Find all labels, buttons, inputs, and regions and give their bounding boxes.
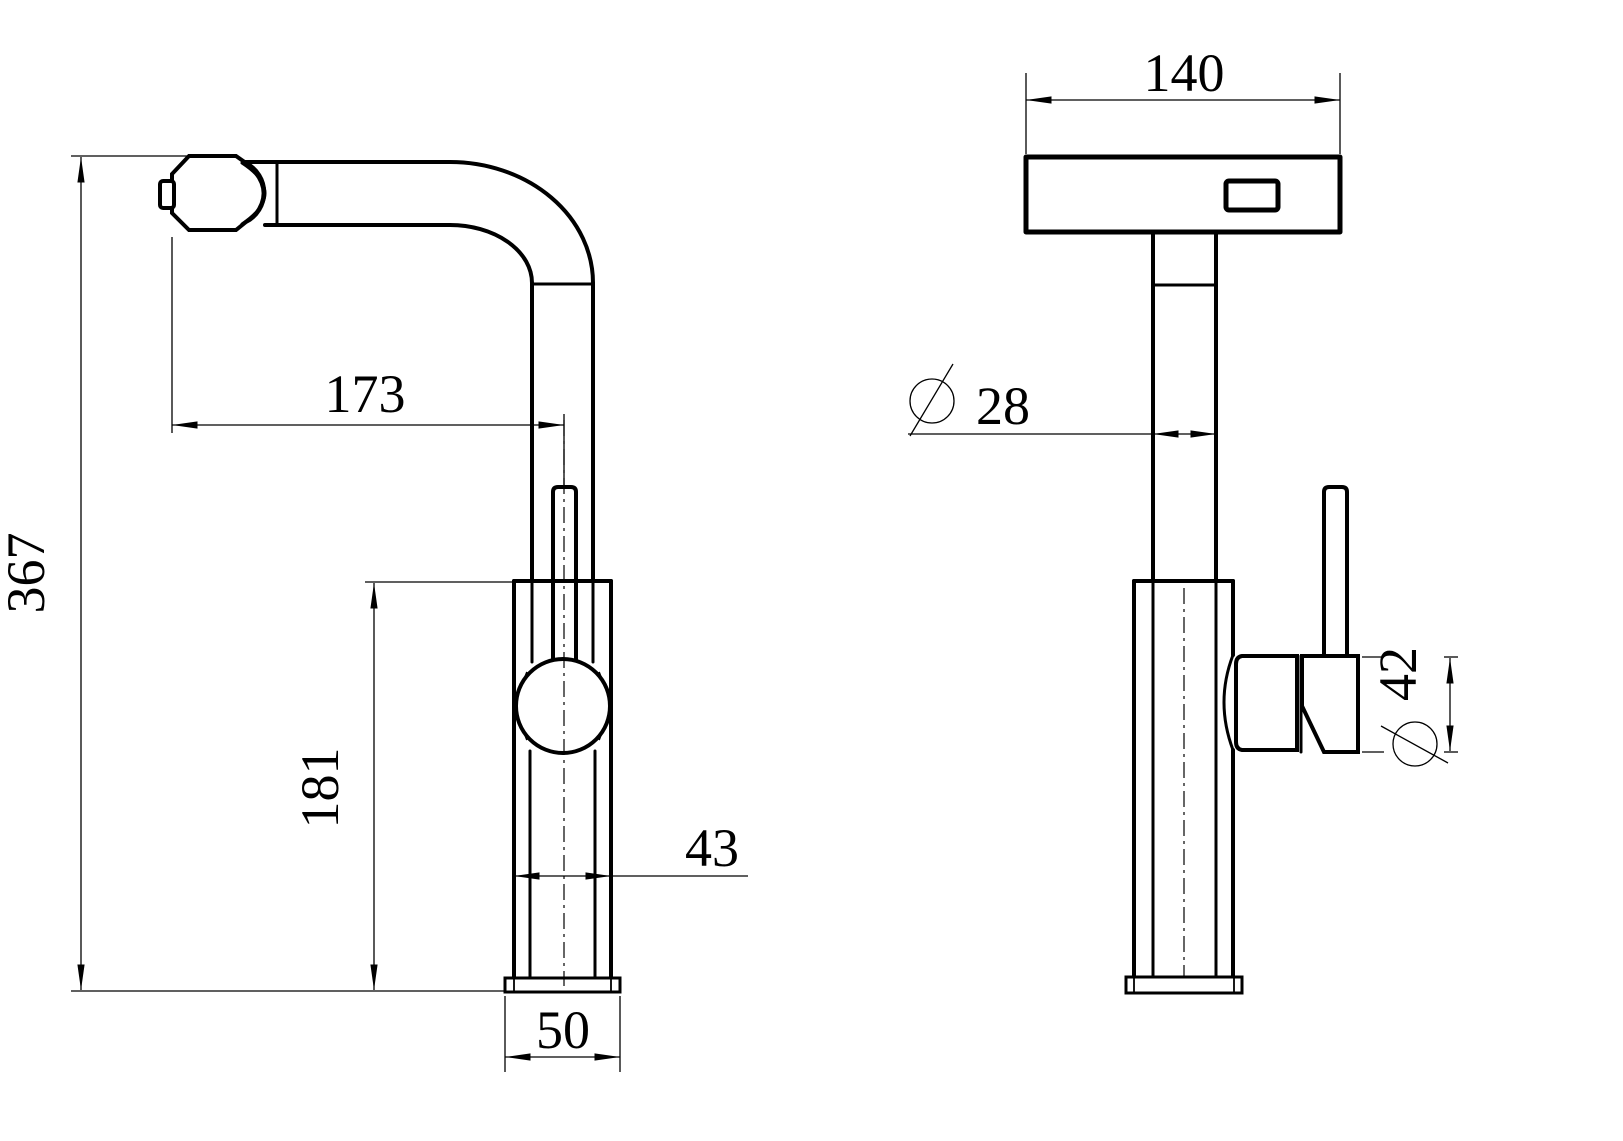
front-view bbox=[158, 154, 622, 994]
dim-head-width-label: 140 bbox=[1144, 43, 1225, 103]
side-view-dimensions: 140 28 42 bbox=[908, 43, 1458, 767]
handle-base-inner bbox=[1234, 654, 1299, 752]
elbow-outer-curve bbox=[448, 160, 595, 285]
diameter-symbol-42-slash bbox=[1380, 725, 1449, 764]
diameter-symbol-42 bbox=[1392, 721, 1438, 767]
front-view-dimensions: 367 181 173 43 50 bbox=[0, 155, 748, 1072]
side-view bbox=[1023, 154, 1360, 995]
dim-base-width-label: 50 bbox=[536, 1000, 590, 1060]
dim-body-height-label: 181 bbox=[290, 748, 350, 829]
spray-head-button bbox=[158, 179, 176, 210]
dim-handle-diameter-label: 42 bbox=[1368, 647, 1428, 701]
handle-lever-side bbox=[1322, 485, 1349, 657]
handle-base-outer bbox=[1300, 654, 1360, 754]
handle-socket-bulge bbox=[1222, 653, 1235, 752]
dim-neck-diameter-label: 28 bbox=[976, 376, 1030, 436]
handle-dome-circle bbox=[514, 657, 612, 755]
spray-head-window bbox=[1223, 178, 1281, 213]
dim-body-width-label: 43 bbox=[685, 818, 739, 878]
spray-head-side bbox=[1023, 154, 1343, 235]
diameter-symbol-28 bbox=[909, 378, 955, 424]
base-flange-side bbox=[1124, 975, 1244, 995]
diameter-symbol-28-slash bbox=[909, 363, 954, 437]
spray-head-cap-arc-inner bbox=[248, 166, 264, 221]
elbow-inner-curve bbox=[448, 223, 534, 285]
dim-overall-height-label: 367 bbox=[0, 533, 56, 614]
base-flange-front bbox=[503, 976, 622, 994]
dim-spout-reach-label: 173 bbox=[325, 364, 406, 424]
